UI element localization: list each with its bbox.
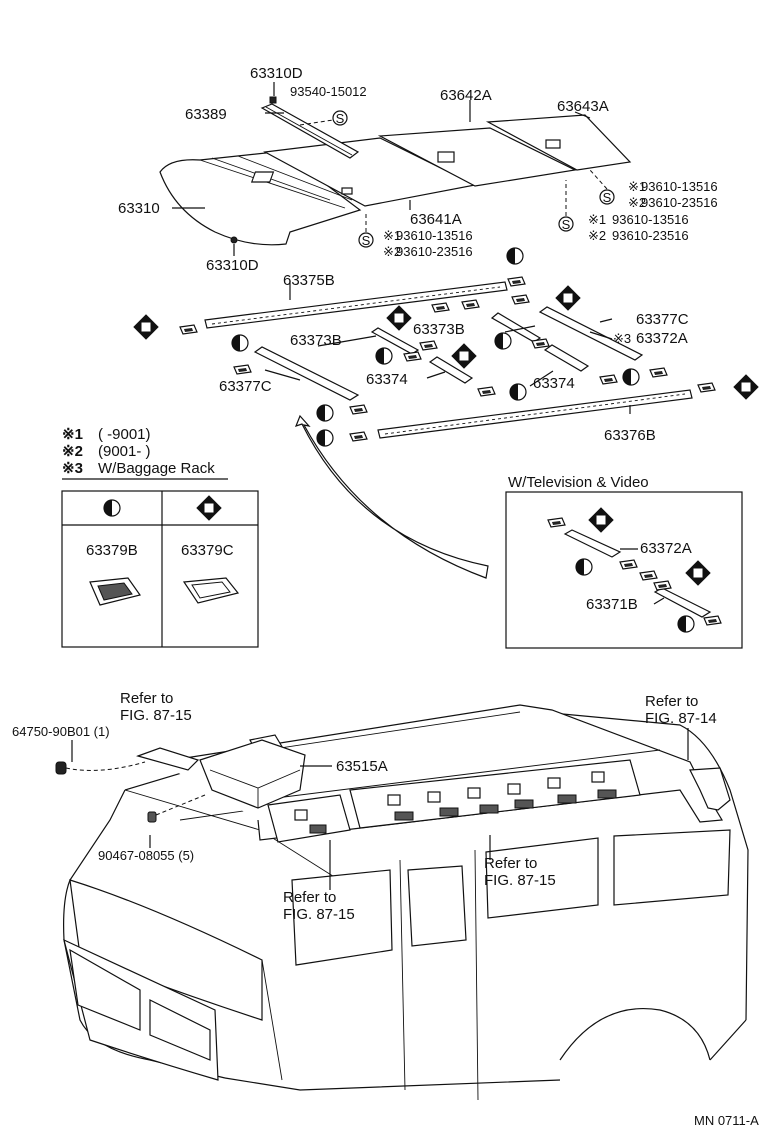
bolt-93610-13516-right-a: 93610-13516 [641, 179, 718, 194]
pad-63373B-left [370, 327, 420, 355]
bolt-93610-23516-mid: 93610-23516 [396, 244, 473, 259]
pin-63310D-bottom [230, 236, 238, 244]
bolt-mark-2: ※2 [588, 228, 606, 243]
label-63371B-tv: 63371B [586, 596, 638, 613]
rack-rail-left [267, 794, 351, 843]
label-63643A: 63643A [557, 98, 609, 115]
front-basket-63515A [199, 739, 306, 809]
ref1-line2: FIG. 87-15 [120, 707, 192, 724]
reference-arrow [294, 414, 489, 579]
note1-mark: ※1 [62, 426, 83, 443]
label-63377C-left: 63377C [219, 378, 272, 395]
pad-63372A-tv [563, 529, 622, 558]
pad-63375B [204, 281, 508, 329]
label-63376B: 63376B [604, 427, 656, 444]
label-63642A: 63642A [440, 87, 492, 104]
screw-symbol: S [332, 110, 348, 126]
label-63374-left: 63374 [366, 371, 408, 388]
note3-text: W/Baggage Rack [98, 460, 215, 477]
notes: ※1 ( -9001) ※2 (9001- ) ※3 W/Baggage Rac… [62, 426, 228, 480]
label-63372A-right: 63372A [636, 330, 688, 347]
label-63379C: 63379C [181, 542, 234, 559]
headlining-63642A [377, 127, 577, 187]
bolt-mark-1: ※1 [588, 212, 606, 227]
label-63375B: 63375B [283, 272, 335, 289]
note3-mark: ※3 [62, 460, 83, 477]
screw-symbol: S [599, 189, 615, 205]
note1-text: ( -9001) [98, 426, 151, 443]
ref4-line2: FIG. 87-15 [484, 872, 556, 889]
pad-63373B-right [490, 312, 542, 343]
bolt-mark-2: ※2 [628, 195, 646, 210]
bolt-mark-1: ※1 [628, 179, 646, 194]
ref4-line1: Refer to [484, 855, 537, 872]
clip-63310D-top [269, 96, 277, 104]
tv-video-inset: W/Television & Video 63372A 63371B [505, 474, 743, 649]
svg-text:S: S [603, 190, 612, 205]
svg-text:S: S [362, 233, 371, 248]
label-63515A: 63515A [336, 758, 388, 775]
ref3-line2: FIG. 87-15 [283, 906, 355, 923]
svg-text:S: S [336, 111, 345, 126]
label-64750-90B01: 64750-90B01 (1) [12, 724, 110, 739]
label-63373B-right: 63373B [413, 321, 465, 338]
note2-mark: ※2 [62, 443, 83, 460]
label-mark-3: ※3 [613, 331, 631, 346]
pad-63377C-left [253, 346, 360, 401]
silencer-pads [133, 247, 759, 447]
pad-63371B-tv [653, 587, 712, 618]
label-63641A: 63641A [410, 211, 462, 228]
label-93540-15012: 93540-15012 [290, 84, 367, 99]
van-body [63, 709, 749, 1101]
label-63374-right: 63374 [533, 375, 575, 392]
rack-rail-main [349, 759, 641, 829]
figure-code: MN 0711-A [694, 1113, 759, 1128]
inset-title: W/Television & Video [508, 474, 649, 491]
pad-63374-right [543, 344, 590, 372]
label-63310D-top: 63310D [250, 65, 303, 82]
ref1-line1: Refer to [120, 690, 173, 707]
bolt-mark-1: ※1 [383, 228, 401, 243]
screw-symbol: S [358, 232, 374, 248]
label-63377C-right: 63377C [636, 311, 689, 328]
note2-text: (9001- ) [98, 443, 151, 460]
symbol-legend-table: 63379B 63379C [61, 490, 259, 648]
screw-90467-08055 [147, 811, 157, 823]
ref2-line2: FIG. 87-14 [645, 710, 717, 727]
bolt-93610-23516-right-b: 93610-23516 [612, 228, 689, 243]
bolt-93610-13516-mid: 93610-13516 [396, 228, 473, 243]
label-63379B: 63379B [86, 542, 138, 559]
label-90467-08055: 90467-08055 (5) [98, 848, 194, 863]
roof-rack [55, 704, 731, 890]
label-63310D-bottom: 63310D [206, 257, 259, 274]
clip-64750-90B01 [55, 761, 67, 775]
svg-text:S: S [562, 217, 571, 232]
label-63372A-tv: 63372A [640, 540, 692, 557]
ref2-line1: Refer to [645, 693, 698, 710]
headlining-assembly: S S S S [159, 82, 632, 256]
label-63389: 63389 [185, 106, 227, 123]
bolt-93610-23516-right-a: 93610-23516 [641, 195, 718, 210]
pad-63374-left [428, 356, 474, 384]
ref3-line1: Refer to [283, 889, 336, 906]
label-63373B-left: 63373B [290, 332, 342, 349]
label-63310: 63310 [118, 200, 160, 217]
screw-symbol: S [558, 216, 574, 232]
pad-63377C-right [538, 306, 644, 361]
bolt-93610-13516-right-b: 93610-13516 [612, 212, 689, 227]
bolt-mark-2: ※2 [383, 244, 401, 259]
